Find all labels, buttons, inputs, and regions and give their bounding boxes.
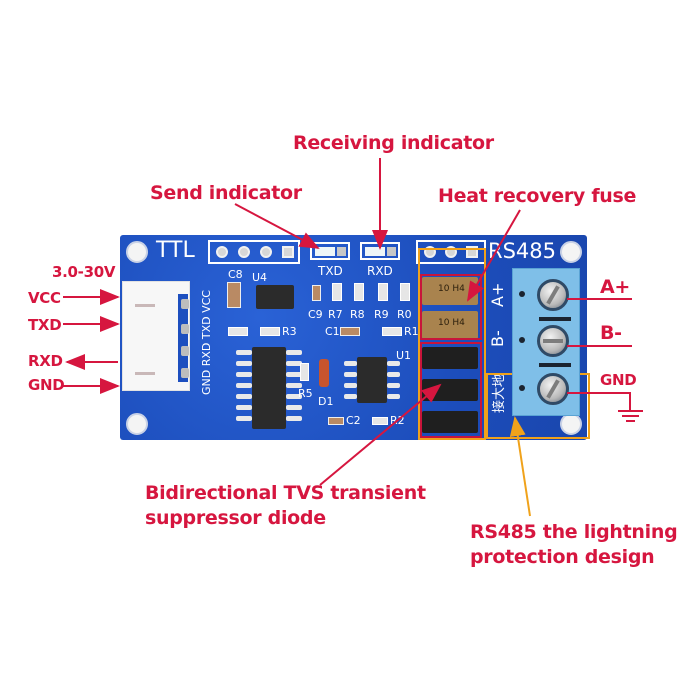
mounting-hole	[560, 241, 582, 263]
label-pin-vcc: VCC	[28, 289, 61, 307]
screw-gnd[interactable]	[537, 373, 569, 405]
diode-d1	[319, 359, 329, 387]
label-receiving-indicator: Receiving indicator	[293, 132, 494, 154]
fuse-highlight-box	[420, 274, 482, 340]
ttl-header-outline	[208, 240, 300, 264]
silk-c2: C2	[346, 414, 361, 427]
silk-u4: U4	[252, 271, 268, 284]
protection-highlight-box	[418, 248, 486, 440]
label-terminal-a-plus: A+	[600, 276, 631, 298]
ic-soic14	[252, 347, 286, 429]
pin-arrows	[63, 289, 120, 394]
resistor-r0	[400, 283, 410, 301]
regulator-u4	[256, 285, 294, 309]
mounting-hole	[126, 241, 148, 263]
resistor-r7	[332, 283, 342, 301]
fuse-2: 10 H4	[422, 311, 478, 339]
label-pin-rxd: RXD	[28, 352, 63, 370]
capacitor-c1	[340, 327, 360, 336]
silk-led-rxd: RXD	[367, 264, 393, 278]
silk-b-minus: B-	[488, 330, 507, 347]
resistor-r5	[300, 363, 309, 381]
label-pin-txd: TXD	[28, 316, 62, 334]
ttl-connector	[122, 281, 190, 391]
rxd-led	[360, 242, 400, 260]
resistor-r8	[354, 283, 364, 301]
label-lightning-line1: RS485 the lightning	[470, 521, 678, 543]
silk-c9: C9	[308, 308, 323, 321]
silk-c8: C8	[228, 268, 243, 281]
fuse-marking: 10 H4	[438, 284, 465, 294]
ic-u1	[357, 357, 387, 403]
silk-r5: R5	[298, 387, 313, 400]
tvs-highlight-box	[420, 342, 482, 438]
silk-r9: R9	[374, 308, 389, 321]
label-terminal-b-minus: B-	[600, 322, 622, 344]
label-voltage-range: 3.0-30V	[52, 263, 116, 281]
label-tvs-line1: Bidirectional TVS transient	[145, 482, 426, 504]
silk-r2: R2	[390, 414, 405, 427]
silk-led-txd: TXD	[318, 264, 343, 278]
label-lightning-line2: protection design	[470, 546, 655, 568]
silk-a-plus: A+	[488, 282, 507, 307]
silk-r0: R0	[397, 308, 412, 321]
screw-b-minus[interactable]	[537, 325, 569, 357]
txd-led	[310, 242, 350, 260]
silk-ttl: TTL	[156, 238, 195, 263]
silk-u1: U1	[396, 349, 412, 362]
label-heat-recovery-fuse: Heat recovery fuse	[438, 185, 637, 207]
resistor-r1	[382, 327, 402, 336]
mounting-hole	[126, 413, 148, 435]
ground-symbol-icon	[618, 410, 643, 422]
silk-rs485: RS485	[488, 239, 557, 263]
silk-connector-pins: GND RXD TXD VCC	[200, 290, 213, 395]
label-tvs-line2: suppressor diode	[145, 507, 326, 529]
capacitor-c9	[312, 285, 321, 301]
screw-a-plus[interactable]	[537, 279, 569, 311]
rs485-screw-terminal	[512, 268, 580, 416]
label-terminal-gnd: GND	[600, 371, 637, 389]
silk-c1: C1	[325, 325, 340, 338]
capacitor-c8	[227, 282, 241, 308]
silk-r1: R1	[404, 325, 419, 338]
resistor-r9	[378, 283, 388, 301]
silk-r3: R3	[282, 325, 297, 338]
label-send-indicator: Send indicator	[150, 182, 302, 204]
resistor-r3	[260, 327, 280, 336]
tvs-diode-1	[422, 347, 478, 369]
capacitor-c2	[328, 417, 344, 425]
fuse-marking: 10 H4	[438, 318, 465, 328]
silk-r8: R8	[350, 308, 365, 321]
label-pin-gnd: GND	[28, 376, 65, 394]
resistor-r2	[372, 417, 388, 425]
silk-r7: R7	[328, 308, 343, 321]
resistor-r4	[228, 327, 248, 336]
silk-d1: D1	[318, 395, 334, 408]
